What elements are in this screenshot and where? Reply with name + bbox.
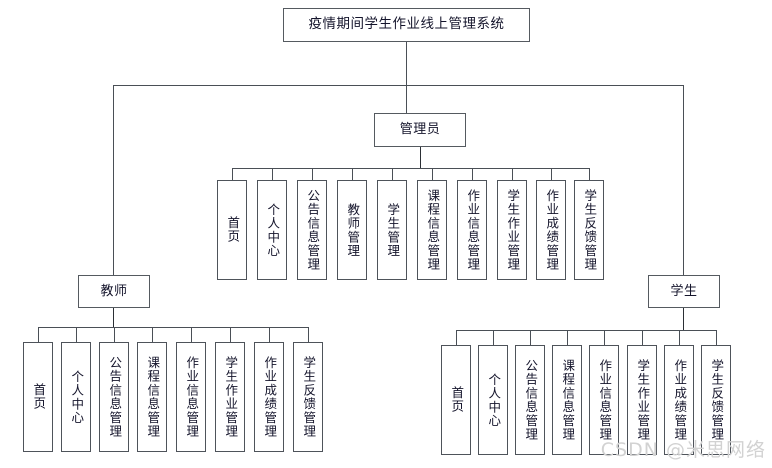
connector-admin-drop-1 — [232, 168, 233, 180]
node-role-teacher-label: 教师 — [100, 283, 128, 299]
admin-menu-item-label: 学生反馈管理 — [582, 188, 598, 272]
connector-main-bus — [113, 85, 684, 86]
admin-menu-item-homework-info-management[interactable]: 作业信息管理 — [457, 180, 487, 280]
admin-menu-item-student-feedback-management[interactable]: 学生反馈管理 — [574, 180, 604, 280]
student-menu-item-course-info-management[interactable]: 课程信息管理 — [552, 345, 582, 455]
connector-admin-drop-9 — [551, 168, 552, 180]
connector-teacher-bus — [38, 327, 308, 328]
node-role-student[interactable]: 学生 — [648, 275, 720, 308]
connector-teacher-drop-6 — [230, 327, 231, 342]
admin-menu-item-label: 作业信息管理 — [465, 188, 481, 272]
connector-admin-drop-10 — [589, 168, 590, 180]
admin-menu-item-label: 课程信息管理 — [425, 188, 441, 272]
connector-teacher-drop-1 — [38, 327, 39, 342]
admin-menu-item-label: 公告信息管理 — [305, 188, 321, 272]
node-root-label: 疫情期间学生作业线上管理系统 — [308, 16, 505, 33]
teacher-menu-item-homework-info-management[interactable]: 作业信息管理 — [176, 342, 206, 452]
student-menu-item-label: 个人中心 — [486, 372, 502, 428]
connector-student-drop-4 — [567, 330, 568, 345]
teacher-menu-item-student-homework-management[interactable]: 学生作业管理 — [215, 342, 245, 452]
teacher-menu-item-announcement-management[interactable]: 公告信息管理 — [99, 342, 129, 452]
teacher-menu-item-label: 学生作业管理 — [223, 355, 239, 439]
connector-admin-drop-6 — [432, 168, 433, 180]
connector-teacher-stem — [113, 308, 114, 327]
admin-menu-item-student-homework-management[interactable]: 学生作业管理 — [497, 180, 527, 280]
node-role-teacher[interactable]: 教师 — [78, 275, 150, 308]
connector-student-drop-1 — [456, 330, 457, 345]
teacher-menu-item-label: 课程信息管理 — [145, 355, 161, 439]
connector-admin-drop-3 — [312, 168, 313, 180]
connector-teacher-drop-7 — [269, 327, 270, 342]
student-menu-item-label: 学生反馈管理 — [709, 358, 725, 442]
admin-menu-item-label: 教师管理 — [345, 202, 361, 258]
admin-menu-item-announcement-management[interactable]: 公告信息管理 — [297, 180, 327, 280]
connector-student-drop-7 — [679, 330, 680, 345]
student-menu-item-label: 作业成绩管理 — [672, 358, 688, 442]
teacher-menu-item-label: 作业信息管理 — [184, 355, 200, 439]
admin-menu-item-label: 首页 — [225, 216, 241, 244]
connector-admin-stem — [420, 147, 421, 168]
connector-admin-drop-7 — [472, 168, 473, 180]
connector-bus-to-admin — [406, 85, 407, 113]
student-menu-item-student-feedback-management[interactable]: 学生反馈管理 — [701, 345, 731, 455]
connector-bus-to-teacher — [113, 85, 114, 275]
node-role-admin-label: 管理员 — [399, 122, 441, 138]
teacher-menu-item-label: 个人中心 — [69, 369, 85, 425]
connector-admin-drop-8 — [512, 168, 513, 180]
connector-teacher-drop-5 — [191, 327, 192, 342]
student-menu-item-announcement-management[interactable]: 公告信息管理 — [515, 345, 545, 455]
node-role-student-label: 学生 — [670, 283, 698, 299]
admin-menu-item-label: 学生管理 — [385, 202, 401, 258]
admin-menu-item-course-info-management[interactable]: 课程信息管理 — [417, 180, 447, 280]
student-menu-item-label: 公告信息管理 — [523, 358, 539, 442]
teacher-menu-item-label: 公告信息管理 — [107, 355, 123, 439]
connector-admin-drop-5 — [392, 168, 393, 180]
teacher-menu-item-label: 首页 — [31, 383, 47, 411]
admin-menu-item-label: 作业成绩管理 — [544, 188, 560, 272]
student-menu-item-label: 课程信息管理 — [560, 358, 576, 442]
connector-student-drop-6 — [642, 330, 643, 345]
connector-teacher-drop-3 — [114, 327, 115, 342]
teacher-menu-item-student-feedback-management[interactable]: 学生反馈管理 — [293, 342, 323, 452]
student-menu-item-student-homework-management[interactable]: 学生作业管理 — [627, 345, 657, 455]
student-menu-item-personal-center[interactable]: 个人中心 — [478, 345, 508, 455]
teacher-menu-item-course-info-management[interactable]: 课程信息管理 — [137, 342, 167, 452]
connector-root-stem — [406, 42, 407, 85]
teacher-menu-item-label: 作业成绩管理 — [262, 355, 278, 439]
admin-menu-item-homework-score-management[interactable]: 作业成绩管理 — [536, 180, 566, 280]
node-role-admin[interactable]: 管理员 — [374, 113, 466, 147]
admin-menu-item-label: 学生作业管理 — [505, 188, 521, 272]
student-menu-item-label: 学生作业管理 — [635, 358, 651, 442]
connector-admin-drop-2 — [272, 168, 273, 180]
student-menu-item-label: 作业信息管理 — [597, 358, 613, 442]
student-menu-item-home[interactable]: 首页 — [441, 345, 471, 455]
connector-teacher-drop-2 — [76, 327, 77, 342]
student-menu-item-homework-score-management[interactable]: 作业成绩管理 — [664, 345, 694, 455]
connector-admin-drop-4 — [352, 168, 353, 180]
connector-teacher-drop-4 — [152, 327, 153, 342]
admin-menu-item-home[interactable]: 首页 — [217, 180, 247, 280]
admin-menu-item-teacher-management[interactable]: 教师管理 — [337, 180, 367, 280]
admin-menu-item-personal-center[interactable]: 个人中心 — [257, 180, 287, 280]
admin-menu-item-label: 个人中心 — [265, 202, 281, 258]
connector-bus-to-student — [683, 85, 684, 275]
connector-student-drop-2 — [493, 330, 494, 345]
teacher-menu-item-home[interactable]: 首页 — [23, 342, 53, 452]
admin-menu-item-student-management[interactable]: 学生管理 — [377, 180, 407, 280]
student-menu-item-homework-info-management[interactable]: 作业信息管理 — [589, 345, 619, 455]
connector-student-drop-5 — [604, 330, 605, 345]
teacher-menu-item-label: 学生反馈管理 — [301, 355, 317, 439]
teacher-menu-item-homework-score-management[interactable]: 作业成绩管理 — [254, 342, 284, 452]
connector-admin-bus — [232, 168, 589, 169]
teacher-menu-item-personal-center[interactable]: 个人中心 — [61, 342, 91, 452]
connector-teacher-drop-8 — [308, 327, 309, 342]
connector-student-drop-8 — [716, 330, 717, 345]
connector-student-bus — [456, 330, 716, 331]
student-menu-item-label: 首页 — [449, 386, 465, 414]
node-root-system[interactable]: 疫情期间学生作业线上管理系统 — [283, 8, 530, 42]
connector-student-drop-3 — [530, 330, 531, 345]
connector-student-stem — [683, 308, 684, 330]
